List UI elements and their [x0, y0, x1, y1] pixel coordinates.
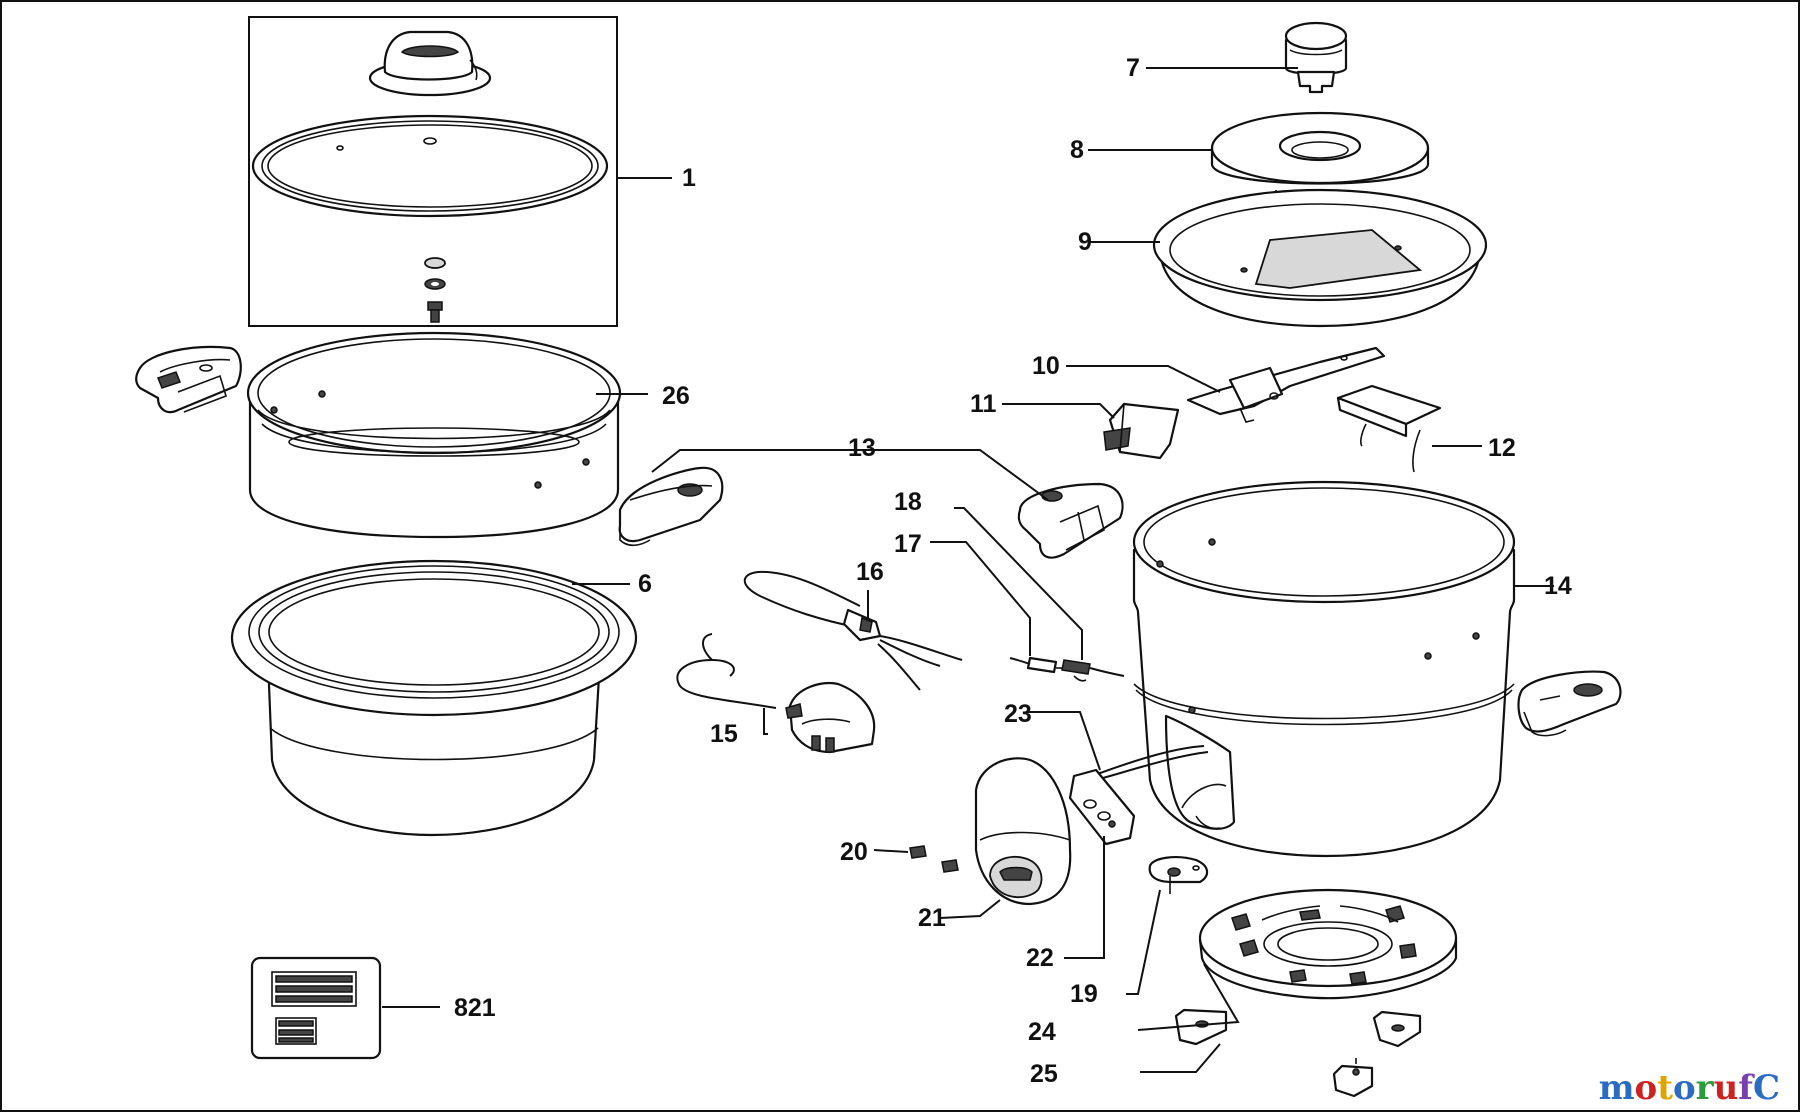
side-handle-left: [135, 345, 242, 414]
lid-assembly: [248, 16, 618, 327]
watermark-letter: r: [1695, 1068, 1714, 1108]
part-label-8: 8: [1070, 136, 1084, 164]
part-label-19: 19: [1070, 980, 1098, 1008]
inner-lid: [1152, 188, 1488, 328]
part-label-20: 20: [840, 838, 868, 866]
watermark-letter: u: [1713, 1068, 1739, 1108]
rating-label: [250, 956, 382, 1060]
part-label-10: 10: [1032, 352, 1060, 380]
thermal-cam: [1148, 856, 1209, 894]
part-label-24: 24: [1028, 1018, 1056, 1046]
watermark-letter: o: [1634, 1068, 1658, 1108]
watermark-letter: o: [1672, 1068, 1696, 1108]
watermark-logo: motorufC: [1599, 1068, 1780, 1108]
part-label-14: 14: [1544, 572, 1572, 600]
watermark-letter: C: [1752, 1068, 1780, 1108]
part-label-26: 26: [662, 382, 690, 410]
outer-body-handle: [1517, 670, 1622, 737]
part-label-12: 12: [1488, 434, 1516, 462]
watermark-letter: t: [1657, 1068, 1673, 1108]
micro-switch: [1103, 402, 1180, 460]
part-label-13: 13: [848, 434, 876, 462]
leader-lines: [382, 67, 1554, 1073]
thermostat-sensor: [1336, 384, 1442, 473]
body-handle-right: [1017, 482, 1124, 559]
part-label-11: 11: [970, 390, 997, 418]
part-label-1: 1: [682, 164, 696, 192]
switch-plate: [1068, 768, 1136, 846]
body-handle-left: [618, 466, 724, 547]
watermark-letter: f: [1738, 1068, 1753, 1108]
part-label-821: 821: [454, 994, 496, 1022]
outer-body: [1091, 480, 1516, 858]
watermark-letter: m: [1598, 1068, 1635, 1108]
small-clips: [909, 845, 959, 873]
part-label-16: 16: [856, 558, 884, 586]
switch-bracket: [1186, 346, 1386, 423]
wire-connectors: [1009, 656, 1125, 682]
power-cord-plug: [676, 570, 963, 754]
steamer-tray: [246, 331, 622, 539]
inner-pot: [230, 559, 638, 837]
part-label-25: 25: [1030, 1060, 1058, 1088]
part-label-7: 7: [1126, 54, 1140, 82]
part-label-22: 22: [1026, 944, 1054, 972]
feet: [1174, 1008, 1422, 1098]
front-control-panel: [974, 757, 1072, 906]
part-label-21: 21: [918, 904, 946, 932]
top-cover-plate: [1210, 111, 1430, 206]
part-label-9: 9: [1078, 228, 1092, 256]
part-labels: 1 6 7 8 9 10 11 12 13 14 15 16 17 18 19 …: [454, 54, 1572, 1088]
part-label-15: 15: [710, 720, 738, 748]
control-knob: [1284, 21, 1348, 94]
part-label-6: 6: [638, 570, 652, 598]
part-label-18: 18: [894, 488, 922, 516]
part-label-17: 17: [894, 530, 922, 558]
heating-element-plate: [1198, 888, 1458, 1000]
part-label-23: 23: [1004, 700, 1032, 728]
